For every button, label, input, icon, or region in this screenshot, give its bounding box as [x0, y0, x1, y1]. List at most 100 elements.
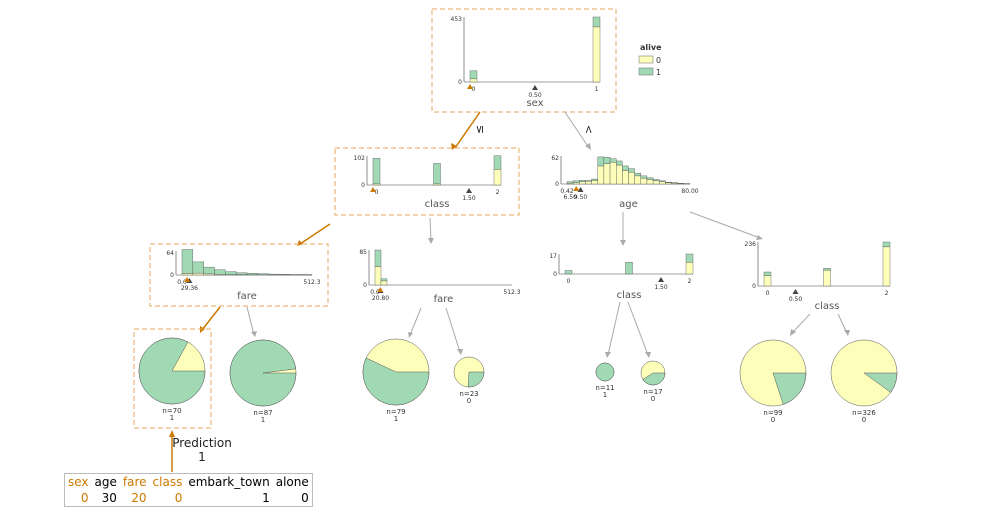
instance-header-age: age [94, 475, 117, 489]
bar-class-1 [609, 158, 617, 163]
y-tick-max: 64 [166, 250, 174, 257]
bar-class-1 [659, 180, 666, 182]
legend-swatch-0 [638, 55, 654, 64]
instance-marker [184, 277, 191, 282]
edge-fare-mid-leaf4 [445, 307, 461, 353]
bar-class-0 [646, 179, 654, 185]
prediction-value: 1 [198, 450, 206, 464]
instance-marker [377, 287, 384, 292]
instance-value-row: 0 30 20 0 1 0 [65, 490, 313, 507]
split-marker [466, 188, 472, 193]
split-value: 20.80 [372, 295, 389, 302]
x-tick-max: 1 [595, 86, 599, 93]
bar-class-0 [469, 78, 478, 83]
path-box-class [334, 147, 520, 216]
edge-root-right-arrow [585, 143, 591, 150]
x-tick-min: 0 [567, 278, 571, 285]
edge-class-fare-left [299, 223, 331, 245]
edge-label-le: ≤ [473, 125, 486, 134]
y-tick-max: 102 [354, 155, 366, 162]
x-tick-max: 2 [688, 278, 692, 285]
instance-table: sex age fare class embark_town alone 0 3… [64, 473, 313, 507]
bar-class-1 [380, 278, 388, 282]
instance-header-alone: alone [275, 475, 309, 489]
bar-class-1 [268, 273, 280, 276]
edge-root-right [564, 111, 590, 149]
bar-class-0 [380, 280, 388, 286]
bar-class-1 [628, 168, 635, 173]
leaf-pie-class-1 [863, 372, 898, 393]
bar-class-0 [622, 170, 629, 185]
split-marker [577, 187, 584, 192]
bar-class-0 [493, 169, 502, 186]
bar-class-1 [372, 158, 381, 185]
split-value: 29.36 [181, 285, 198, 292]
bar-class-0 [685, 262, 694, 275]
instance-header-row: sex age fare class embark_town alone [65, 474, 313, 491]
x-tick-min: 0 [766, 290, 770, 297]
bar-class-0 [591, 180, 598, 185]
instance-header-class: class [152, 475, 183, 489]
y-tick-max: 17 [549, 253, 557, 260]
bar-class-1 [646, 177, 654, 180]
edge-class-right-leaf7 [791, 313, 811, 334]
bar-class-1 [566, 181, 574, 184]
bar-class-1 [823, 268, 831, 271]
leaf-node: n=170 [640, 360, 666, 403]
bar-class-0 [616, 164, 623, 185]
x-tick-min: 0 [472, 86, 476, 93]
leaf-pie-class-1 [467, 371, 485, 388]
bar-class-1 [592, 16, 601, 28]
bar-class-0 [192, 272, 204, 276]
y-tick-max: 236 [745, 241, 757, 248]
prediction-label: Prediction 1 [172, 436, 232, 464]
bar-class-1 [763, 271, 772, 276]
leaf-class: 1 [261, 416, 265, 424]
y-tick-zero: 0 [555, 181, 559, 188]
edge-class-right-leaf8 [837, 313, 848, 334]
leaf-node: n=701 [138, 337, 206, 422]
leaf-pie-class-1 [229, 339, 297, 407]
leaf-class: 0 [771, 416, 775, 424]
legend: alive 0 1 [638, 43, 662, 77]
edge-class-mid-leaf5 [607, 301, 621, 356]
instance-value-fare: 20 [131, 491, 147, 505]
legend-label-1: 1 [656, 68, 661, 77]
bar-class-1 [640, 175, 648, 179]
legend-swatch-1 [638, 67, 654, 76]
bar-class-0 [374, 266, 382, 286]
edge-class-right-leaf8-arrow [844, 330, 850, 336]
leaf-node: n=111 [595, 362, 615, 399]
bar-class-0 [579, 181, 586, 185]
y-tick-zero: 0 [363, 282, 367, 289]
bar-class-1 [597, 156, 605, 167]
y-tick-max: 85 [359, 249, 367, 256]
x-tick-max: 2 [885, 290, 889, 297]
leaf-class: 0 [651, 395, 655, 403]
y-tick-zero: 0 [752, 283, 756, 290]
bar-class-0 [652, 180, 660, 185]
bar-class-1 [374, 249, 382, 267]
x-tick-max: 80.00 [681, 188, 698, 195]
bar-class-1 [579, 180, 586, 182]
path-box-root [431, 8, 617, 113]
feature-label: fare [434, 294, 454, 305]
edge-label-gt: > [582, 125, 595, 134]
bar-class-1 [257, 273, 269, 276]
leaf-count: n=11 [595, 384, 614, 392]
leaf-node: n=990 [739, 339, 807, 424]
leaf-class: 1 [170, 414, 174, 422]
bar-class-1 [572, 180, 580, 183]
x-tick-min: 0.0 [177, 279, 187, 286]
bar-class-0 [634, 175, 642, 185]
bar-class-0 [659, 181, 666, 185]
bar-class-1 [181, 249, 194, 274]
leaf-class: 0 [467, 397, 471, 405]
split-value: 0.50 [528, 92, 542, 99]
instance-header-embark-town: embark_town [188, 475, 270, 489]
instance-header-sex: sex [68, 475, 89, 489]
